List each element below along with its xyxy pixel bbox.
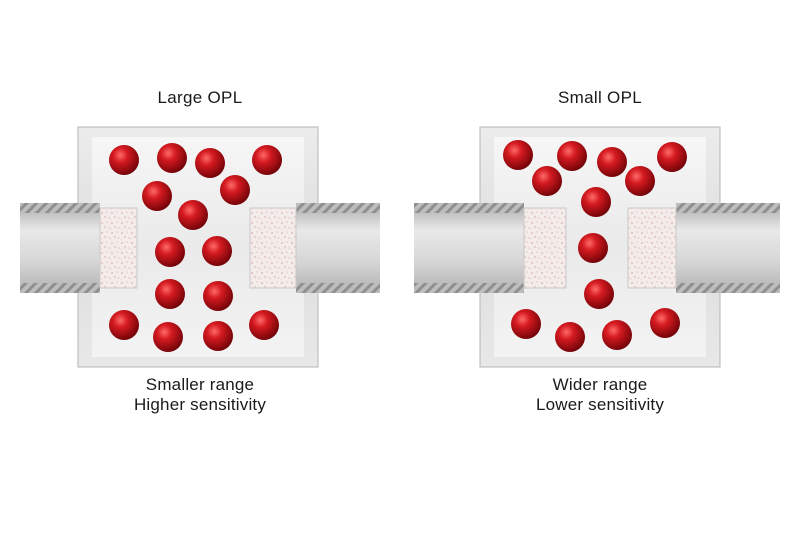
particle <box>252 145 282 175</box>
right-pipe-body <box>296 213 380 283</box>
left-window <box>523 207 567 289</box>
particle <box>203 281 233 311</box>
particle <box>602 320 632 350</box>
particle <box>109 310 139 340</box>
caption-line-range: Smaller range <box>145 375 255 394</box>
particle <box>155 237 185 267</box>
right-pipe-wall-bottom <box>676 283 780 293</box>
right-pipe-wall-top <box>296 203 380 213</box>
panel-large-opl: Large OPL <box>0 88 400 415</box>
left-pipe-wall-bottom <box>414 283 524 293</box>
particle <box>557 141 587 171</box>
particle <box>584 279 614 309</box>
caption: Smaller range Higher sensitivity <box>0 375 400 415</box>
particle <box>220 175 250 205</box>
particle <box>511 309 541 339</box>
particle <box>155 279 185 309</box>
particle <box>578 233 608 263</box>
particles <box>109 143 282 352</box>
particle <box>153 322 183 352</box>
caption-line-range: Wider range <box>552 375 648 394</box>
particle <box>532 166 562 196</box>
panel-title: Large OPL <box>157 88 243 107</box>
particle <box>555 322 585 352</box>
left-pipe-body <box>414 213 524 283</box>
particle <box>597 147 627 177</box>
panel-small-opl: Small OPL Wid <box>400 0 800 550</box>
particle <box>581 187 611 217</box>
panel-title: Small OPL <box>558 88 642 107</box>
left-pipe-wall-top <box>414 203 524 213</box>
particle <box>625 166 655 196</box>
left-pipe-wall-bottom <box>20 283 100 293</box>
particle <box>109 145 139 175</box>
right-pipe-body <box>676 213 780 283</box>
caption-line-sensitivity: Higher sensitivity <box>133 395 267 414</box>
particle <box>142 181 172 211</box>
right-window <box>249 207 297 289</box>
particle <box>202 236 232 266</box>
particle <box>503 140 533 170</box>
left-window <box>99 207 138 289</box>
right-window <box>627 207 677 289</box>
particle <box>249 310 279 340</box>
right-pipe-wall-bottom <box>296 283 380 293</box>
left-pipe-body <box>20 213 100 283</box>
left-pipe-wall-top <box>20 203 100 213</box>
particle <box>178 200 208 230</box>
particle <box>657 142 687 172</box>
right-pipe-wall-top <box>676 203 780 213</box>
particle <box>203 321 233 351</box>
particle <box>650 308 680 338</box>
caption: Wider range Lower sensitivity <box>400 375 800 415</box>
particle <box>157 143 187 173</box>
particle <box>195 148 225 178</box>
particles <box>503 140 687 352</box>
flow-cell-small-opl <box>414 126 780 368</box>
flow-cell-large-opl <box>20 126 380 368</box>
caption-line-sensitivity: Lower sensitivity <box>535 395 665 414</box>
